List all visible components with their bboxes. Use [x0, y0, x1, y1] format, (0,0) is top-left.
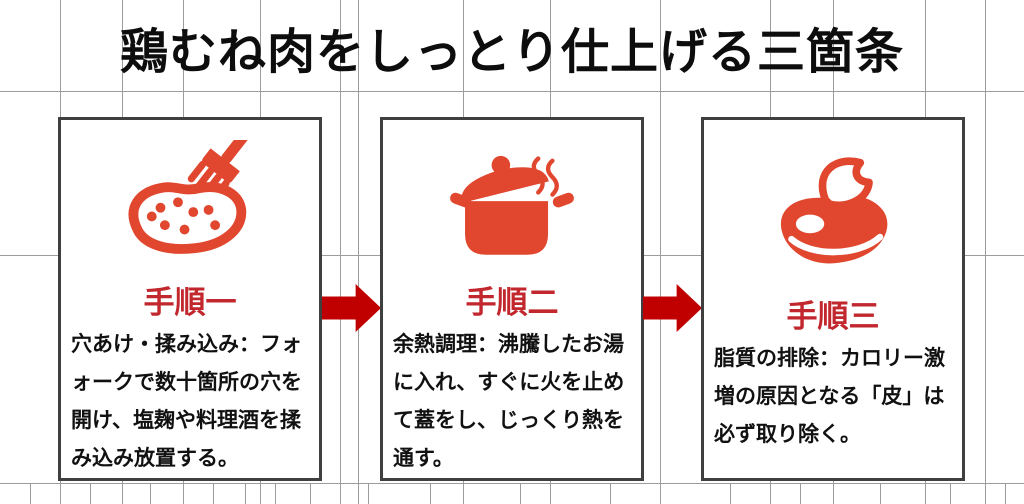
grid-line: [1005, 483, 1006, 504]
step-heading: 手順二: [465, 285, 559, 320]
grid-line: [90, 483, 91, 504]
step-card-3: 手順三 脂質の排除：カロリー激 増の原因となる「皮」は 必ず取り除く。: [701, 117, 965, 481]
grid-line: [0, 91, 1024, 92]
grid-line: [30, 483, 31, 504]
grid-line: [358, 0, 359, 504]
grid-line: [800, 483, 801, 504]
step-card-1: 手順一 穴あけ・揉み込み：フォ ォークで数十箇所の穴を 開け、塩麹や料理酒を揉 …: [58, 117, 322, 481]
fork-piercing-meat-icon: [119, 120, 261, 282]
grid-line: [430, 483, 431, 504]
step-body-text: 余熱調理：沸騰したお湯 に入れ、すぐに火を止め て蓋をし、じっくり熱を 通す。: [393, 333, 625, 470]
grid-line: [245, 483, 246, 504]
grid-line: [985, 0, 986, 504]
step-body-text: 脂質の排除：カロリー激 増の原因となる「皮」は 必ず取り除く。: [714, 347, 945, 446]
grid-line: [213, 483, 214, 504]
step-body-text: 穴あけ・揉み込み：フォ ォークで数十箇所の穴を 開け、塩麹や料理酒を揉 み込み放…: [71, 333, 302, 470]
grid-line: [0, 483, 1024, 484]
meat-skin-removal-icon: [762, 120, 904, 296]
grid-line: [310, 483, 311, 504]
grid-line: [610, 483, 611, 504]
grid-line: [730, 483, 731, 504]
grid-line: [880, 483, 881, 504]
pot-lid-steam-icon: [441, 120, 583, 282]
grid-line: [340, 0, 341, 504]
step-heading: 手順一: [143, 285, 237, 320]
grid-line: [520, 483, 521, 504]
grid-line: [950, 483, 951, 504]
grid-line: [368, 483, 369, 504]
grid-line: [275, 483, 276, 504]
grid-line: [150, 483, 151, 504]
grid-line: [660, 0, 661, 504]
step-heading: 手順三: [786, 299, 880, 334]
page-title: 鶏むね肉をしっとり仕上げる三箇条: [119, 26, 904, 79]
step-card-2: 手順二 余熱調理：沸騰したお湯 に入れ、すぐに火を止め て蓋をし、じっくり熱を …: [380, 117, 644, 481]
